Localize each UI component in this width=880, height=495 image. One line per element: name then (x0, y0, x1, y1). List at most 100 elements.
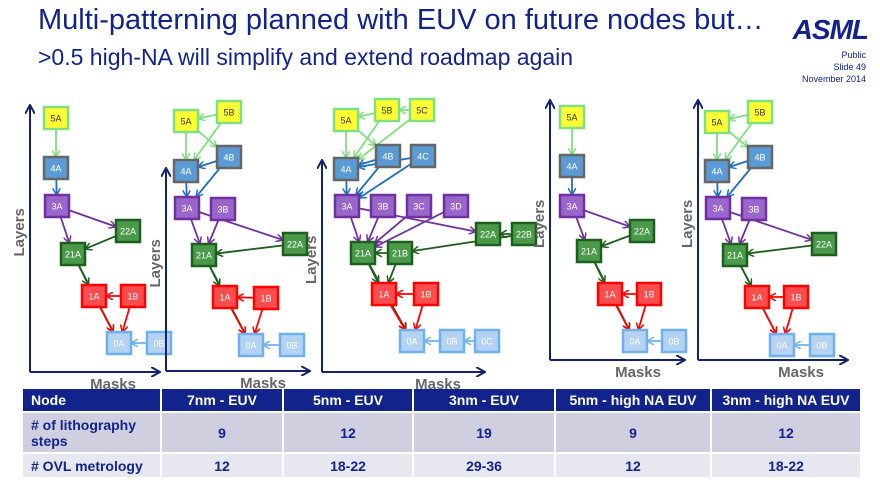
mask-node-label: 0B (446, 337, 457, 347)
mask-node-label: 5A (50, 114, 61, 124)
mask-node-label: 3B (217, 205, 228, 215)
mask-node-label: 21A (581, 247, 597, 257)
mask-node-label: 1A (88, 292, 99, 302)
mask-node-label: 0B (286, 341, 297, 351)
mask-node-label: 21B (392, 249, 408, 259)
mask-node: 0C (473, 328, 501, 354)
y-axis-label: Layers (679, 200, 696, 248)
mask-node: 4B (746, 144, 774, 170)
mask-node: 0A (398, 328, 426, 354)
mask-node-label: 1B (420, 290, 431, 300)
mask-node: 4A (558, 153, 586, 179)
mask-node: 1A (743, 284, 771, 310)
mask-node: 0A (237, 332, 265, 358)
mask-node: 22A (810, 231, 838, 257)
mask-node-label: 3A (181, 204, 192, 214)
mask-node: 22A (628, 218, 656, 244)
table-cell: 12 (712, 413, 860, 452)
mask-node-label: 1B (260, 294, 271, 304)
mask-node-label: 21A (65, 250, 81, 260)
mask-node: 21A (721, 242, 749, 268)
mask-node-label: 3A (341, 202, 352, 212)
table-cell: 18-22 (284, 454, 412, 477)
dependency-arrow (346, 205, 476, 232)
mask-node: 21A (59, 241, 87, 267)
mask-node: 21A (190, 242, 218, 268)
mask-node: 1B (412, 281, 440, 307)
mask-node: 0B (808, 332, 836, 358)
mask-node: 4A (172, 158, 200, 184)
mask-node-label: 5A (566, 113, 577, 123)
y-axis-label: Layers (147, 239, 164, 287)
slide-number: Slide 49 (833, 62, 866, 72)
mask-node-label: 4B (382, 152, 393, 162)
mask-node-label: 3B (377, 202, 388, 212)
mask-node: 1B (119, 283, 147, 309)
mask-node-label: 22A (634, 227, 650, 237)
mask-node-label: 1B (790, 293, 801, 303)
mask-node: 3A (558, 193, 586, 219)
table-row: # OVL metrology 12 18-22 29-36 12 18-22 (23, 454, 860, 477)
dependency-arrow (412, 233, 525, 251)
mask-node: 3C (405, 193, 433, 219)
mask-node-label: 21A (355, 249, 371, 259)
x-axis-label: Masks (240, 375, 286, 390)
mask-node: 4C (409, 143, 437, 169)
y-axis-label: Layers (303, 236, 320, 284)
mask-node-label: 0A (776, 341, 787, 351)
mask-node: 5A (172, 108, 200, 134)
mask-node-label: 5B (381, 106, 392, 116)
mask-node: 1A (80, 283, 108, 309)
mask-node: 21A (575, 238, 603, 264)
mask-node-label: 1B (127, 292, 138, 302)
header-col: 3nm - EUV (414, 389, 554, 411)
mask-node-label: 1A (219, 293, 230, 303)
mask-node-label: 4A (180, 167, 191, 177)
mask-node-label: 3A (566, 202, 577, 212)
slide-subtitle: >0.5 high-NA will simplify and extend ro… (38, 44, 574, 70)
mask-node-label: 0B (153, 339, 164, 349)
header-node: Node (23, 389, 160, 411)
mask-node-label: 4B (223, 153, 234, 163)
mask-node-label: 22A (816, 240, 832, 250)
mask-node-label: 4C (417, 152, 429, 162)
mask-node: 0B (278, 332, 306, 358)
mask-node: 21A (349, 240, 377, 266)
mask-node-label: 3A (51, 202, 62, 212)
mask-node: 1A (211, 284, 239, 310)
mask-node-label: 0A (245, 341, 256, 351)
mask-node-label: 1A (378, 290, 389, 300)
mask-node-label: 3A (712, 204, 723, 214)
mask-node-label: 1A (751, 293, 762, 303)
dependency-arrow (186, 207, 283, 240)
mask-node: 3B (369, 193, 397, 219)
mask-node-label: 22A (480, 230, 496, 240)
mask-node: 22B (510, 221, 538, 247)
mask-node-label: 5A (711, 118, 722, 128)
mask-node: 4B (374, 143, 402, 169)
mask-node-label: 21A (727, 251, 743, 261)
header-col: 5nm - high NA EUV (556, 389, 710, 411)
table-cell: 18-22 (712, 454, 860, 477)
mask-node: 4A (332, 156, 360, 182)
mask-node-label: 22B (516, 230, 532, 240)
mask-node: 1B (635, 281, 663, 307)
mask-node: 3B (209, 196, 237, 222)
mask-node-label: 0A (113, 339, 124, 349)
x-axis-label: Masks (778, 364, 824, 381)
y-axis-label: Layers (531, 200, 548, 248)
mask-node: 0A (768, 332, 796, 358)
mask-node: 5A (703, 109, 731, 135)
x-axis-label: Masks (90, 376, 136, 390)
mask-node-label: 1B (643, 290, 654, 300)
mask-node-label: 5B (754, 108, 765, 118)
mask-node-label: 22A (287, 240, 303, 250)
mask-node: 5B (373, 97, 401, 123)
header-col: 3nm - high NA EUV (712, 389, 860, 411)
mask-node: 5A (42, 105, 70, 131)
table-cell: 29-36 (414, 454, 554, 477)
mask-node-label: 4A (340, 165, 351, 175)
